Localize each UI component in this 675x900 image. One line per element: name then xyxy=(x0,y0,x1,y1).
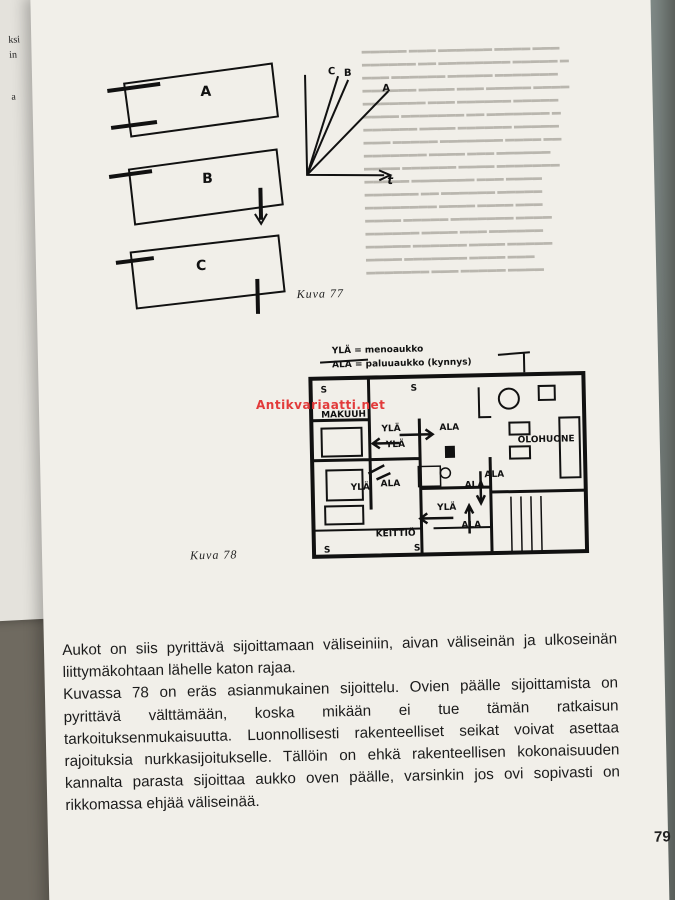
left-page-fragment: ksi xyxy=(8,34,21,46)
panel-a-rectangle xyxy=(123,62,279,138)
airflow-label: ALA xyxy=(484,470,504,480)
axis-label: t xyxy=(387,173,394,187)
vent-mark: S xyxy=(321,385,328,395)
panel-b-rectangle xyxy=(127,148,284,226)
panel-label: B xyxy=(202,171,213,187)
coffee-table xyxy=(497,387,520,410)
paragraph: Kuvassa 78 on eräs asianmukainen sijoitt… xyxy=(62,674,621,815)
page-number: 79 xyxy=(653,828,671,846)
graph-arrowhead xyxy=(378,169,393,182)
armchair xyxy=(537,384,556,402)
airflow-label: YLÄ xyxy=(380,423,400,434)
left-page-fragment: a xyxy=(11,91,17,103)
dining-table xyxy=(324,504,365,526)
room-label: MAKUUH xyxy=(321,410,366,421)
airflow-label: ALA xyxy=(461,520,481,530)
watermark: Antikvariaatti.net xyxy=(256,398,386,412)
panel-b-down-arrow xyxy=(258,187,264,220)
vent-mark: S xyxy=(411,384,418,394)
panel-a-lower-pipe xyxy=(110,119,158,130)
graph-curve-a xyxy=(306,90,390,176)
airflow-label: YLÄ xyxy=(385,439,405,450)
sofa xyxy=(477,387,492,419)
curve-label: A xyxy=(382,83,390,94)
airflow-label: ALA xyxy=(439,423,459,433)
panel-b-arrowhead xyxy=(254,213,268,226)
vent-mark: S xyxy=(324,545,331,555)
room-label: OLOHUONE xyxy=(518,434,575,445)
panel-c-rectangle xyxy=(129,234,286,310)
panel-a-upper-pipe xyxy=(107,81,161,93)
graph-curve-c xyxy=(306,75,340,176)
bed xyxy=(320,426,364,458)
body-text: Aukot on siis pyrittävä sijoittamaan väl… xyxy=(62,628,621,817)
graph-curve-b xyxy=(306,79,350,176)
panel-label: C xyxy=(196,258,207,274)
airflow-label: YLÄ xyxy=(350,482,370,493)
panel-c-up-pipe xyxy=(255,278,261,314)
bookshelf xyxy=(558,416,582,479)
armchair xyxy=(508,445,532,460)
left-page-fragment: in xyxy=(8,49,18,61)
sink xyxy=(439,467,452,479)
chimney xyxy=(444,445,456,459)
stove xyxy=(417,465,442,488)
figure-77: A B C C B A t xyxy=(107,62,394,314)
airflow-arrows xyxy=(367,428,487,534)
bed xyxy=(325,468,364,502)
panel-c-pipe xyxy=(115,256,155,265)
kitchen-counter xyxy=(313,526,492,532)
figure-78-floor-plan: YLÄ = menoaukko ALA = paluuaukko (kynnys… xyxy=(308,343,590,559)
airflow-label: ALA xyxy=(381,479,401,489)
panel-label: A xyxy=(200,84,211,100)
entrance-steps xyxy=(319,351,530,373)
airflow-label: ALA xyxy=(465,480,485,490)
curve-label: B xyxy=(344,68,352,79)
vent-mark: S xyxy=(414,544,421,554)
legend-line: YLÄ = menoaukko xyxy=(331,343,424,356)
legend-line: ALA = paluuaukko (kynnys) xyxy=(332,357,472,370)
airflow-label: YLÄ xyxy=(436,502,456,513)
room-label: KEITTIÖ xyxy=(376,528,417,540)
figure-78-caption: Kuva 78 xyxy=(189,547,238,563)
outer-walls xyxy=(308,371,590,559)
book-page: ▬▬▬▬▬ ▬▬▬ ▬▬▬▬▬▬ ▬▬▬▬ ▬▬▬▬▬▬▬▬▬ ▬▬ ▬▬▬▬▬… xyxy=(30,0,671,900)
curve-label: C xyxy=(328,66,336,77)
stairs xyxy=(510,495,543,553)
armchair xyxy=(508,421,531,436)
panel-b-pipe xyxy=(108,169,153,179)
